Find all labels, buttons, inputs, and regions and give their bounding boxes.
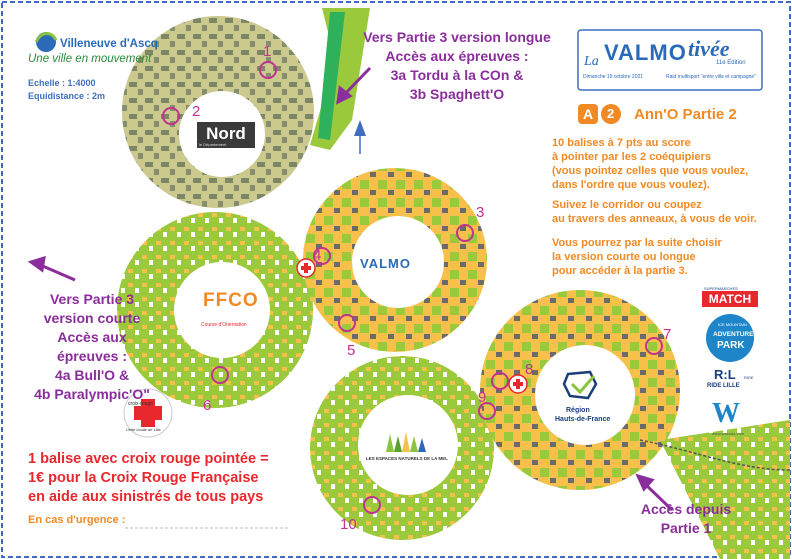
- event-logo-frame: [577, 29, 763, 91]
- entry-from-part-1: Accès depuis Partie 1: [636, 500, 736, 538]
- park-logo-top: ICE MOUNTAIN: [718, 322, 747, 327]
- croix-rouge-line: en aide aux sinistrés de tous pays: [28, 489, 264, 505]
- croix-rouge-line: 1 balise avec croix rouge pointée =: [28, 451, 269, 467]
- exit-short-line: version courte: [43, 310, 141, 326]
- control-number: 9: [478, 389, 487, 406]
- stage-rules: 10 balises à 7 pts au score à pointer pa…: [552, 136, 748, 192]
- stage-corridor-line: Suivez le corridor ou coupez: [552, 199, 702, 211]
- control-number: 8: [525, 361, 534, 378]
- stage-title: Ann'O Partie 2: [634, 106, 737, 123]
- exit-long-line: Vers Partie 3 version longue: [363, 29, 551, 45]
- stage-rule-line: 10 balises à 7 pts au score: [552, 137, 691, 149]
- event-date: Dimanche 19 octobre 2021: [583, 74, 644, 80]
- exit-short-line: Accès aux: [57, 329, 127, 345]
- espaces-naturels-logo: LES ESPACES NATURELS DE LA MEL: [366, 456, 448, 461]
- croix-rouge-notice: 1 balise avec croix rouge pointée = 1€ p…: [28, 450, 269, 507]
- region-logo-line2: Hauts-de-France: [555, 416, 611, 423]
- ring-top-left: [122, 16, 314, 208]
- city-name: Villeneuve d'Ascq: [60, 38, 158, 50]
- nord-logo: Nord: [197, 122, 255, 148]
- ring-center: [303, 168, 487, 352]
- ride-lille-logo-mark: R:L: [714, 367, 736, 382]
- control-number: 5: [347, 342, 356, 359]
- city-tagline: Une ville en mouvement: [28, 53, 152, 65]
- control-number: 1: [263, 43, 272, 60]
- stage-corridor-line: au travers des anneaux, à vous de voir.: [552, 213, 757, 225]
- direction-arrows: [27, 66, 674, 512]
- corridor-path-green: [318, 12, 345, 140]
- valmo-logo: VALMO: [360, 256, 411, 271]
- region-logo-line1: Région: [566, 407, 590, 414]
- event-edition: 11e Edition: [716, 60, 746, 66]
- city-logo-mark: [34, 32, 58, 52]
- north-arrow: [354, 120, 366, 154]
- exit-short-line: 4b Paralympic'O": [34, 386, 150, 402]
- entry-line: Partie 1: [660, 520, 712, 536]
- event-logo-name: VALMO: [604, 40, 687, 65]
- stage-rule-line: dans l'ordre que vous voulez).: [552, 179, 710, 191]
- emergency-label: En cas d'urgence :: [28, 514, 126, 526]
- event-logo-prefix: La: [584, 54, 599, 69]
- stage-badge-number: 2: [607, 106, 615, 121]
- exit-long-version: Vers Partie 3 version longue Accès aux é…: [362, 28, 552, 104]
- ring-left: [117, 212, 313, 408]
- stage-badge: [578, 104, 621, 124]
- stage-next-line: la version courte ou longue: [552, 251, 696, 263]
- match-logo: MATCH: [702, 291, 758, 307]
- event-subtitle: Raid multisport "entre ville et campagne…: [666, 74, 756, 80]
- stage-corridor: Suivez le corridor ou coupez au travers …: [552, 198, 757, 226]
- match-logo-top: SUPERMARCHÉS: [704, 286, 738, 291]
- croix-rouge-line: 1€ pour la Croix Rouge Française: [28, 470, 259, 486]
- croix-rouge-logo-mark: [123, 388, 173, 438]
- stage-rule-line: (vous pointez celles que vous voulez,: [552, 165, 749, 177]
- nord-logo-sub: le Département: [199, 142, 227, 147]
- stage-next: Vous pourrez par la suite choisir la ver…: [552, 236, 722, 278]
- corridor-south-east: [660, 420, 790, 559]
- control-number: 4: [313, 247, 322, 264]
- red-cross-markers: [296, 258, 528, 394]
- espaces-naturels-leaves-icon: [386, 432, 426, 452]
- stage-badge-letter: A: [583, 106, 594, 122]
- control-number: 3: [476, 204, 485, 221]
- map-scale: Echelle : 1:4000: [28, 78, 96, 88]
- entry-line: Accès depuis: [640, 501, 732, 517]
- exit-short-version: Vers Partie 3 version courte Accès aux é…: [22, 290, 162, 404]
- exit-long-line: Accès aux épreuves :: [385, 48, 529, 64]
- control-circles: [162, 61, 663, 514]
- wasada-logo-icon: W: [712, 398, 740, 429]
- exit-long-line: 3a Tordu à la COn &: [390, 67, 524, 83]
- ffco-logo-sub: Course d'Orientation: [201, 322, 247, 328]
- stage-next-line: pour accéder à la partie 3.: [552, 265, 688, 277]
- croix-rouge-logo-text: croix-rouge: [128, 401, 154, 407]
- control-number: 6: [203, 397, 212, 414]
- wasada-url: www.wasada.com: [712, 431, 745, 436]
- croix-rouge-logo-sub: Unité locale de Lille: [126, 427, 161, 432]
- park-logo-bottom: PARK: [717, 340, 745, 351]
- exit-long-line: 3b Spaghett'O: [409, 86, 505, 102]
- region-map-icon: [562, 370, 598, 400]
- adventure-park-logo: [706, 314, 754, 362]
- map-equidistance: Equidistance : 2m: [28, 91, 106, 101]
- exit-short-line: 4a Bull'O &: [54, 367, 130, 383]
- ffco-logo: FFCO: [203, 290, 259, 311]
- ride-logo-word: RIDE: [744, 375, 754, 380]
- exit-short-line: épreuves :: [56, 348, 128, 364]
- park-logo-mid: ADVENTURE: [713, 331, 754, 338]
- event-logo-suffix: tivée: [688, 36, 730, 61]
- control-number: 2: [192, 103, 201, 120]
- stage-rule-line: à pointer par les 2 coéquipiers: [552, 151, 711, 163]
- control-number: 7: [663, 326, 672, 343]
- stage-next-line: Vous pourrez par la suite choisir: [552, 237, 722, 249]
- ride-lille-logo: RIDE LILLE: [707, 383, 740, 389]
- control-number: 10: [340, 516, 357, 533]
- exit-short-line: Vers Partie 3: [49, 291, 135, 307]
